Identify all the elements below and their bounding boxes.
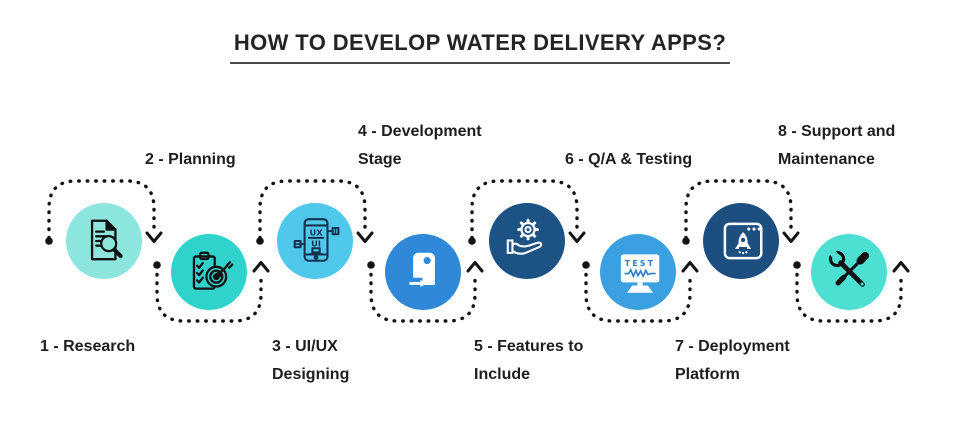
step-7-label-line1: 7 - Deployment: [675, 338, 790, 355]
svg-text:TEST: TEST: [625, 259, 656, 268]
connector-arrow-down-1: [145, 231, 163, 243]
step-8-label-line1: 8 - Support and: [778, 123, 896, 140]
connector-start-dot-7: [682, 237, 690, 245]
step-6-label-line1: 6 - Q/A & Testing: [565, 151, 693, 168]
connector-arrow-up-4: [466, 261, 484, 273]
page-title: HOW TO DEVELOP WATER DELIVERY APPS?: [229, 30, 731, 64]
step-3-label-line2: Designing: [272, 366, 350, 383]
step-2-label-line1: 2 - Planning: [145, 151, 236, 168]
connector-arrow-down-5: [568, 231, 586, 243]
step-4-label-line2: Stage: [358, 151, 402, 168]
step-5-label: 5 - Features to Include: [474, 333, 583, 389]
connector-start-dot-4: [367, 261, 375, 269]
step-7-label-line2: Platform: [675, 366, 740, 383]
step-1-circle: [66, 203, 142, 279]
test-monitor-icon: TEST: [620, 254, 660, 293]
step-3-label-line1: 3 - UI/UX: [272, 338, 338, 355]
step-4-circle: [385, 234, 461, 310]
connector-arc-2: [155, 264, 263, 323]
connector-arc-7: [684, 179, 793, 240]
svg-text:UX: UX: [309, 227, 323, 237]
step-7-circle: [703, 203, 779, 279]
step-1-label: 1 - Research: [40, 333, 135, 361]
connector-arrow-down-7: [782, 231, 800, 243]
connector-arrow-up-8: [892, 261, 910, 273]
step-2-label: 2 - Planning: [145, 146, 236, 174]
clipboard-target-icon: [192, 251, 234, 290]
ux-ui-phone-icon: UX UI: [293, 218, 340, 262]
connector-start-dot-6: [582, 261, 590, 269]
step-8-circle: [811, 234, 887, 310]
connector-arc-3: [258, 179, 367, 240]
connector-start-dot-5: [468, 237, 476, 245]
step-8-label-line2: Maintenance: [778, 151, 875, 168]
connector-start-dot-1: [45, 237, 53, 245]
step-6-circle: TEST: [600, 234, 676, 310]
document-magnifier-icon: [90, 219, 123, 261]
step-6-label: 6 - Q/A & Testing: [565, 146, 692, 174]
svg-text:UI: UI: [311, 239, 321, 249]
connector-start-dot-3: [256, 237, 264, 245]
connector-arrow-up-2: [252, 261, 270, 273]
hand-gear-icon: [506, 218, 543, 255]
connector-arrow-down-3: [356, 231, 374, 243]
step-5-label-line1: 5 - Features to: [474, 338, 584, 355]
connector-arc-4: [369, 264, 477, 323]
step-2-circle: [171, 234, 247, 310]
step-3-label: 3 - UI/UX Designing: [272, 333, 349, 389]
step-5-label-line2: Include: [474, 366, 531, 383]
browser-rocket-icon: [723, 222, 763, 260]
step-4-label-line1: 4 - Development: [358, 123, 482, 140]
connector-arc-5: [470, 179, 579, 240]
title-wrap: HOW TO DEVELOP WATER DELIVERY APPS?: [0, 30, 960, 64]
wrench-screwdriver-icon: [825, 245, 869, 287]
mobile-app-export-icon: [406, 252, 435, 290]
connector-start-dot-2: [153, 261, 161, 269]
connector-arc-8: [795, 264, 903, 323]
connector-arc-1: [47, 179, 156, 240]
step-3-circle: UX UI: [277, 203, 353, 279]
step-1-label-line1: 1 - Research: [40, 338, 136, 355]
connector-start-dot-8: [793, 261, 801, 269]
connector-arc-6: [584, 264, 692, 323]
connector-arrow-up-6: [681, 261, 699, 273]
step-5-circle: [489, 203, 565, 279]
